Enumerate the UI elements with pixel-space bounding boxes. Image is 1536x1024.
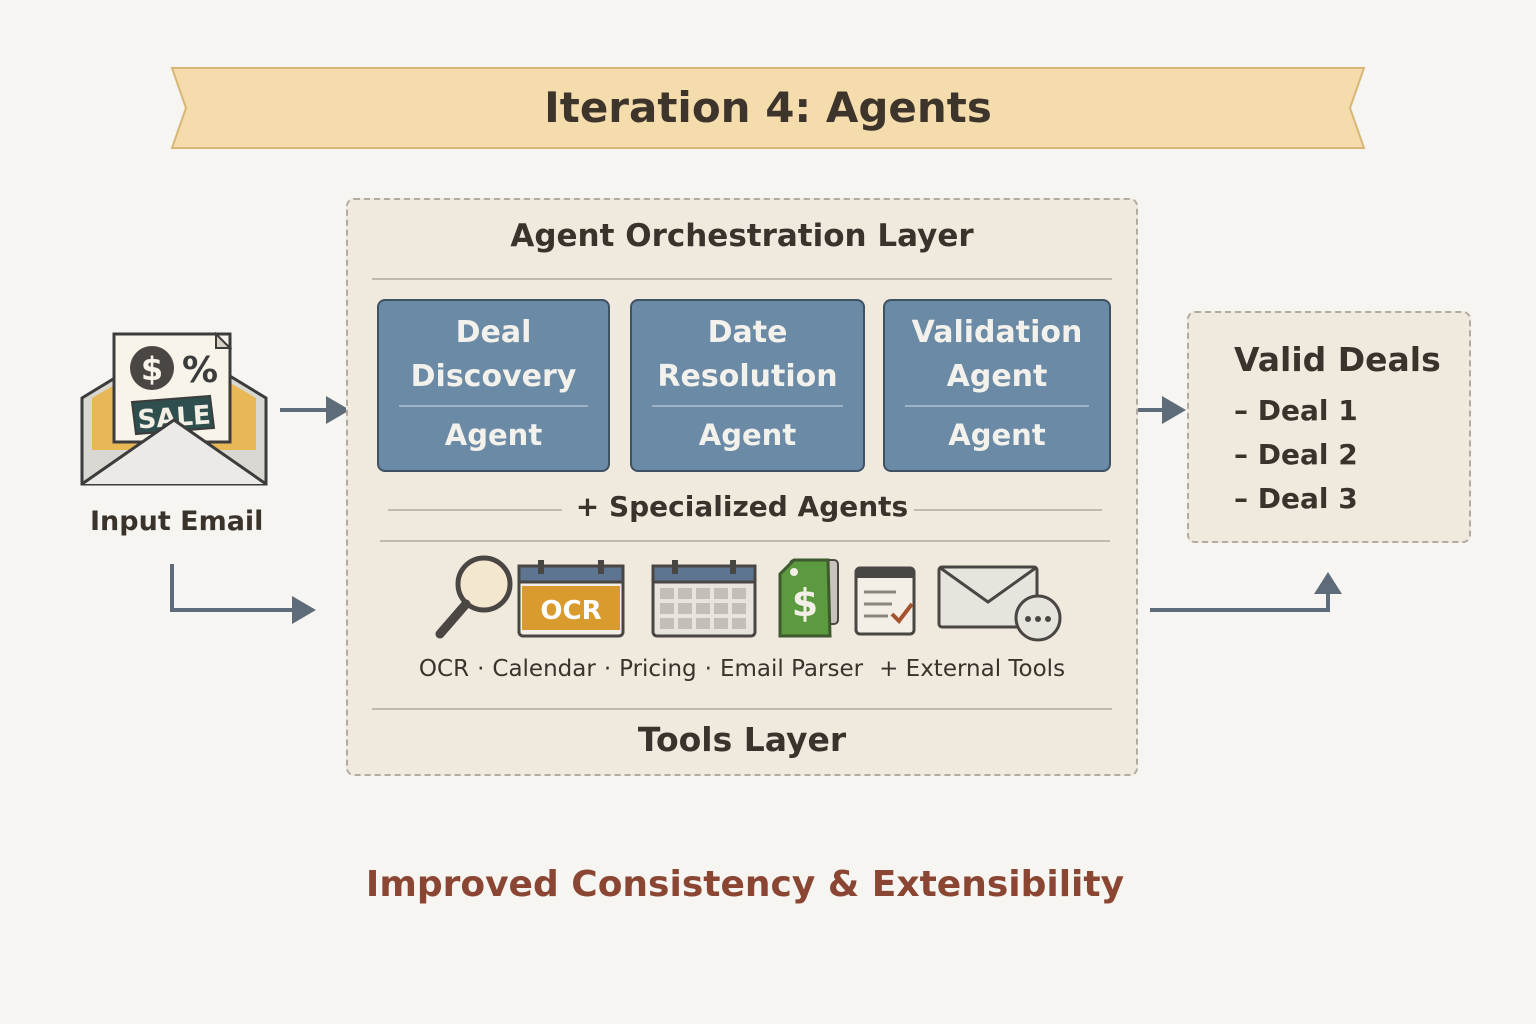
tools-layer-title: Tools Layer: [637, 720, 847, 759]
valid-deals-box: [1187, 311, 1471, 543]
tool-ocr: OCR: [418, 656, 470, 682]
agent-name-line2: Discovery: [410, 359, 577, 394]
page-title: Iteration 4: Agents: [544, 83, 992, 132]
specialized-agents-label: + Specialized Agents: [575, 490, 909, 523]
agent-name-line1: Validation: [911, 315, 1083, 350]
deal-item: – Deal 3: [1234, 482, 1358, 515]
divider: [914, 509, 1102, 511]
calendar-icon: [651, 560, 757, 638]
divider: [380, 540, 1110, 542]
valid-deals-title: Valid Deals: [1234, 340, 1441, 379]
tools-list: OCR · Calendar · Pricing · Email Parser + Exter…: [346, 656, 1138, 682]
agent-role: Agent: [948, 418, 1046, 452]
title-banner: Iteration 4: Agents: [170, 66, 1366, 150]
agent-role: Agent: [444, 418, 543, 452]
deal-item: – Deal 1: [1234, 394, 1358, 427]
validation-agent: Validation Agent Agent: [883, 299, 1111, 472]
tool-calendar: Calendar: [492, 656, 596, 682]
tool-separator: ·: [704, 656, 712, 682]
agent-orchestration-layer: [346, 198, 1138, 776]
agent-divider: [652, 405, 843, 407]
tool-separator: ·: [603, 656, 612, 682]
email-more-icon: [937, 565, 1062, 642]
sale-email-icon: $ % SALE: [80, 331, 268, 486]
document-check-icon: [854, 566, 916, 636]
divider: [388, 509, 562, 511]
deal-item: – Deal 2: [1234, 438, 1358, 471]
divider: [372, 708, 1112, 710]
divider: [372, 278, 1112, 280]
agent-name-line2: Resolution: [657, 359, 838, 394]
svg-text:%: %: [182, 350, 218, 391]
svg-text:$: $: [141, 350, 163, 388]
agent-name-line1: Date: [707, 315, 788, 350]
deal-discovery-agent: Deal Discovery Agent: [377, 299, 610, 472]
arrow-tools-to-deals: [1150, 590, 1330, 612]
banner-ribbon: [170, 67, 1366, 149]
arrow-email-to-tools: [170, 564, 296, 612]
tool-separator: ·: [477, 656, 485, 682]
agent-name-line2: Agent: [946, 359, 1048, 394]
price-tag-icon: $: [778, 558, 839, 638]
svg-text:OCR: OCR: [540, 596, 601, 626]
ocr-calendar-icon: OCR: [517, 560, 625, 638]
agent-divider: [399, 405, 588, 407]
tool-pricing: Pricing: [619, 656, 697, 682]
agent-role: Agent: [698, 418, 797, 452]
svg-text:$: $: [792, 581, 818, 625]
agent-name-line1: Deal: [455, 315, 532, 350]
orchestration-title: Agent Orchestration Layer: [510, 218, 974, 254]
date-resolution-agent: Date Resolution Agent: [630, 299, 865, 472]
agent-divider: [905, 405, 1089, 407]
tool-external: + External Tools: [879, 656, 1066, 682]
input-email-label: Input Email: [90, 506, 264, 537]
tool-email-parser: Email Parser: [719, 656, 864, 682]
magnifier-icon: [435, 555, 513, 639]
footer-caption: Improved Consistency & Extensibility: [365, 864, 1125, 905]
